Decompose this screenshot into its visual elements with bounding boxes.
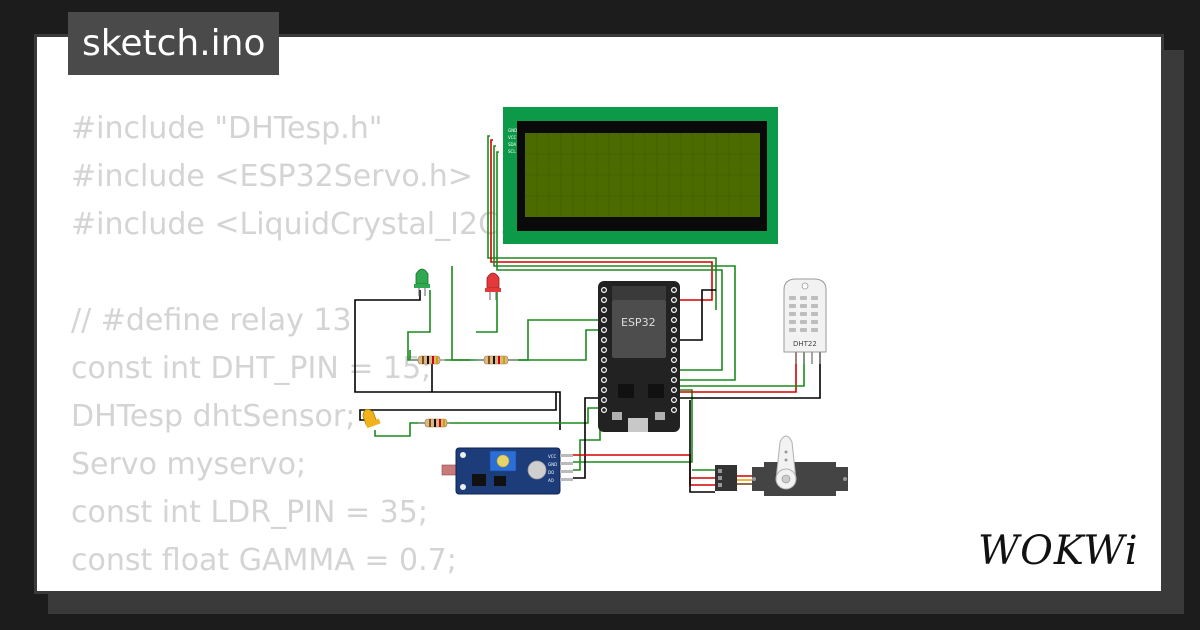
- code-line-10: const float GAMMA = 0.7;: [71, 543, 457, 578]
- led-yellow: [362, 408, 381, 429]
- lcd-pin-vcc: VCC: [508, 135, 517, 140]
- esp32-module: [612, 300, 666, 358]
- resistor-3: [418, 418, 450, 428]
- code-line-7: DHTesp dhtSensor;: [71, 399, 356, 434]
- lcd-grid: [525, 133, 760, 217]
- wire-ldr-ao: [573, 389, 693, 463]
- wire-resistor2: [451, 266, 470, 361]
- wire-lcd-scl: [496, 151, 723, 371]
- wire-ldr-do: [573, 420, 601, 471]
- lcd-pin-gnd: GND: [508, 128, 517, 133]
- resistor-1: [410, 355, 445, 365]
- ldr-pin-gnd: GND: [548, 462, 557, 467]
- code-line-5: // #define relay 13: [71, 303, 352, 338]
- code-line-8: Servo myservo;: [71, 447, 307, 482]
- code-line-9: const int LDR_PIN = 35;: [71, 495, 428, 530]
- wire-servo-gnd: [689, 400, 715, 493]
- code-line-2: #include <ESP32Servo.h>: [71, 159, 473, 194]
- wire-esp-gnd: [680, 289, 716, 341]
- wire-led2: [476, 292, 498, 333]
- wire-ldr-gnd: [573, 397, 600, 479]
- wire-lcd-sda: [493, 145, 736, 381]
- wire-dht-gnd: [680, 350, 821, 399]
- dht22-sensor: DHT22: [783, 278, 827, 364]
- lcd-pin-scl: SCL: [508, 149, 516, 154]
- ldr-pin-ao: AO: [548, 478, 554, 483]
- resistor-2: [476, 355, 518, 365]
- usb-port: [628, 418, 648, 432]
- wire-led3: [374, 422, 425, 437]
- dht22-grille: [789, 296, 818, 332]
- file-title: sketch.ino: [68, 12, 280, 75]
- ldr-pin-do: DO: [548, 470, 554, 475]
- led-red: [485, 272, 501, 300]
- lcd-display: GND VCC SDA SCL: [503, 107, 778, 244]
- esp32-label: ESP32: [621, 316, 656, 329]
- wire-gnd-led1: [354, 290, 561, 430]
- code-line-6: const int DHT_PIN = 15;: [71, 351, 432, 386]
- esp32-pins-left: [600, 287, 607, 414]
- wire-gnd3: [359, 392, 557, 421]
- wire-res2-esp: [518, 319, 600, 361]
- esp32-pins-right: [670, 287, 677, 414]
- comparator-chip: [527, 460, 547, 480]
- wire-res3-esp: [445, 407, 600, 424]
- ldr-pin-vcc: VCC: [548, 454, 557, 459]
- dht22-label: DHT22: [793, 340, 817, 348]
- lcd-pin-sda: SDA: [508, 142, 517, 147]
- wokwi-logo: WOKWi: [978, 528, 1139, 574]
- servo-horn: [775, 435, 797, 481]
- servo-motor: [715, 435, 848, 496]
- photoresistor: [441, 464, 457, 476]
- esp32-board: ESP32: [598, 281, 680, 432]
- led-green: [414, 268, 430, 296]
- wire-lcd-gnd: [487, 135, 717, 310]
- wire-res1-esp: [409, 329, 600, 361]
- wire-lcd-vcc: [490, 139, 713, 301]
- ldr-module: VCC GND DO AO: [441, 447, 573, 495]
- code-line-1: #include "DHTesp.h": [71, 111, 383, 146]
